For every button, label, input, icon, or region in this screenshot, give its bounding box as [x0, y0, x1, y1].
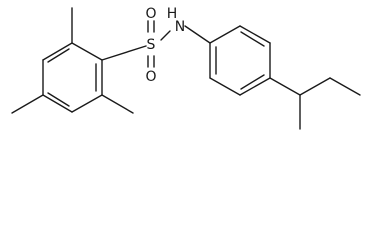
- bond-c2-c3: [42, 42, 73, 61]
- bond-ring-sulfur: [101, 45, 147, 61]
- bond-aryl-butyl: [269, 77, 301, 96]
- bond-sulfur-nitrogen: [160, 30, 171, 41]
- double-bond-c2-c3: [47, 48, 70, 63]
- sulfur-label: S: [147, 37, 156, 53]
- mesityl-ring: [42, 42, 103, 113]
- oxygen-top-label: O: [145, 6, 156, 22]
- phenyl-ring: [209, 25, 271, 96]
- bond-c1-c2: [71, 42, 103, 61]
- bond-p1-p2: [209, 25, 241, 44]
- bond-c5-c6: [71, 94, 103, 113]
- molecule-diagram: O S O H N: [11, 6, 361, 130]
- structure-canvas: O S O H N: [11, 6, 361, 130]
- bond-nitrogen-aryl: [184, 25, 211, 44]
- bond-c4-c5: [42, 94, 73, 113]
- bond-p2-p3: [239, 25, 271, 44]
- oxygen-bottom-label: O: [145, 69, 156, 85]
- double-bond-c4-c5: [47, 92, 70, 107]
- double-bond-p4-p5: [240, 74, 265, 90]
- bond-butyl-chain-2: [329, 77, 361, 96]
- double-bond-p2-p3: [240, 31, 265, 47]
- methyl-left: [11, 94, 44, 114]
- bond-p5-p6: [209, 77, 241, 96]
- methyl-bottom: [101, 94, 134, 114]
- bond-p4-p5: [239, 77, 271, 96]
- nitrogen-label: N: [175, 19, 185, 35]
- hydrogen-label: H: [167, 6, 178, 22]
- bond-butyl-chain-1: [299, 77, 331, 96]
